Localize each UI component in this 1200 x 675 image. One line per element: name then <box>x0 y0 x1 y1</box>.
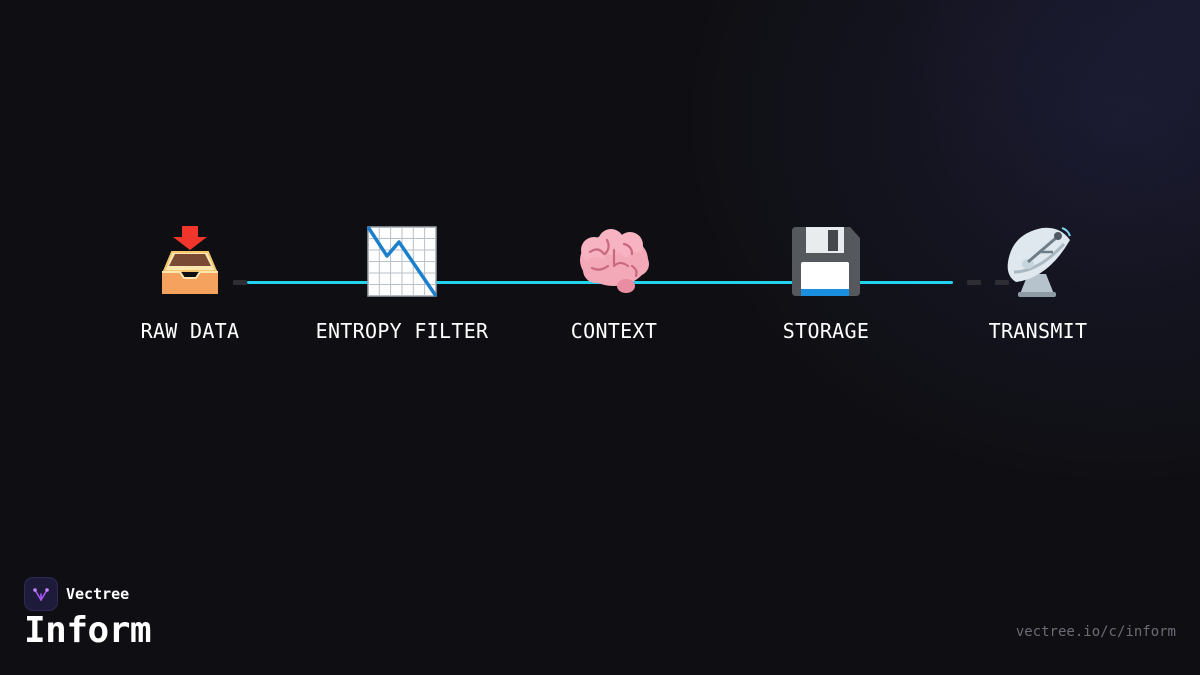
connector-dash <box>233 280 247 285</box>
inbox-tray-icon <box>162 226 218 294</box>
brain-icon <box>580 229 649 293</box>
brand-name: Vectree <box>66 585 130 603</box>
stage-label: ENTROPY FILTER <box>315 319 489 343</box>
brand: Vectree <box>24 577 129 611</box>
stage-raw-data: RAW DATA <box>90 222 290 343</box>
stage-context: CONTEXT <box>514 222 714 343</box>
stage-storage: STORAGE <box>726 222 926 343</box>
floppy-disk-icon <box>792 227 860 296</box>
footer-url[interactable]: vectree.io/c/inform <box>1015 624 1176 640</box>
satellite-antenna-icon <box>1007 227 1071 297</box>
stage-transmit: TRANSMIT <box>938 222 1138 343</box>
stage-label: RAW DATA <box>140 319 240 343</box>
stage-label: CONTEXT <box>570 319 658 343</box>
chart-decreasing-icon <box>366 226 438 297</box>
connector-dash <box>967 280 981 285</box>
stage-label: STORAGE <box>782 319 870 343</box>
connector-dash <box>995 280 1009 285</box>
stage-label: TRANSMIT <box>988 319 1088 343</box>
vectree-logo-icon <box>24 577 58 611</box>
stage-entropy-filter: ENTROPY FILTER <box>302 222 502 343</box>
page-title: Inform <box>24 610 152 651</box>
